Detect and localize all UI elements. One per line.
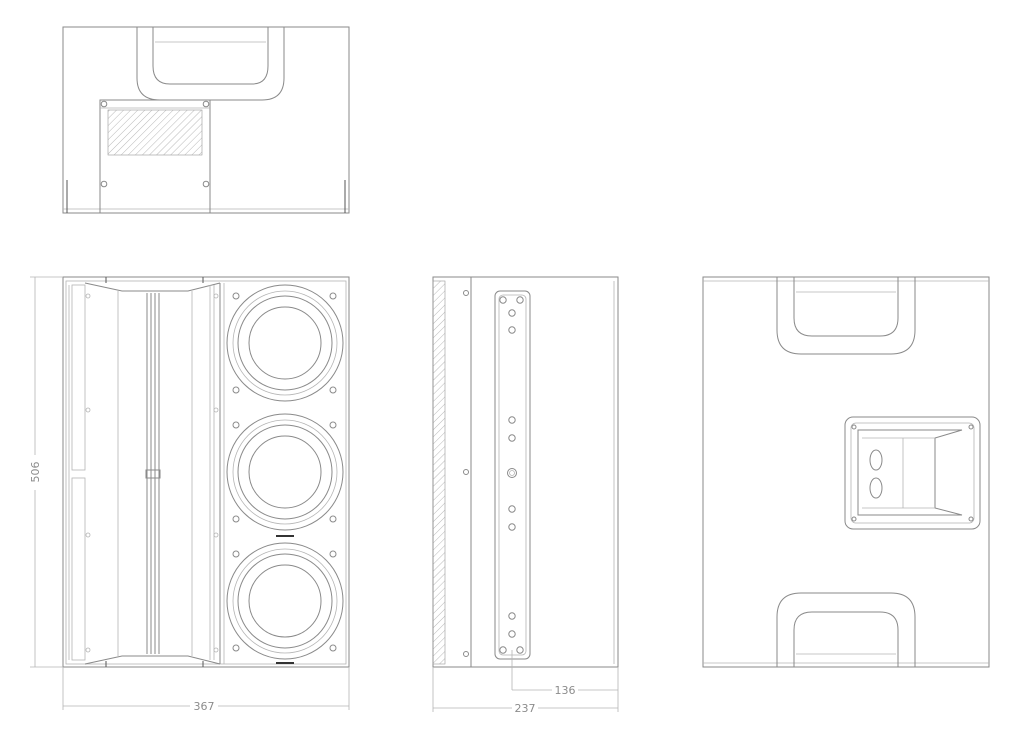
width-dimension: 367 [62, 667, 350, 713]
depth-label: 237 [515, 702, 536, 715]
depth-dimension: 237 [432, 667, 619, 715]
side-view [432, 276, 619, 668]
front-view [62, 276, 350, 668]
rear-view [702, 276, 990, 668]
woofer-top [226, 284, 344, 402]
height-dimension: 506 [29, 276, 63, 668]
rear-input-panel [844, 416, 981, 530]
woofer-bottom [226, 542, 344, 660]
rail-offset-label: 136 [555, 684, 576, 697]
woofer-middle [226, 413, 344, 531]
top-view [62, 26, 350, 214]
width-label: 367 [194, 700, 215, 713]
rail-offset-dimension: 136 [511, 650, 619, 697]
height-label: 506 [29, 462, 42, 483]
rigging-rail [494, 290, 531, 660]
